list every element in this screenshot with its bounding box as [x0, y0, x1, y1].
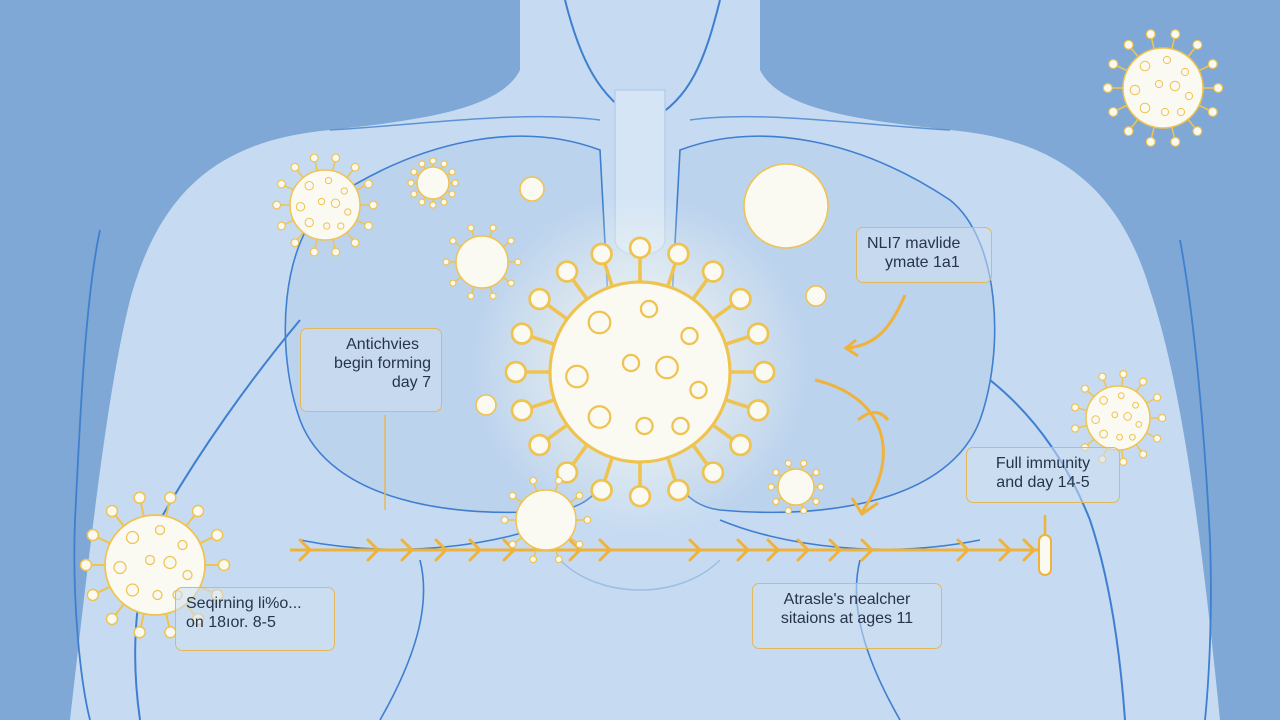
chevron-arrow-icon [400, 538, 415, 562]
chevron-arrow-icon [1022, 538, 1037, 562]
chevron-arrow-icon [956, 538, 971, 562]
label-line: Seqirning li%o... [186, 595, 302, 612]
virus-icon [500, 476, 592, 564]
cell-icon [519, 176, 545, 202]
virus-group [79, 29, 1224, 639]
chevron-arrow-icon [828, 538, 843, 562]
chevron-arrow-icon [766, 538, 781, 562]
chevron-arrow-icon [860, 538, 875, 562]
label-line: on 18ıor. 8-5 [186, 614, 276, 631]
chevron-arrow-icon [502, 538, 517, 562]
label-line: day 7 [391, 374, 431, 391]
virus-icon [1102, 29, 1224, 147]
label-line: and day 14-5 [996, 474, 1090, 491]
chevron-arrow-icon [366, 538, 381, 562]
label-line: ymate 1a1 [885, 254, 960, 271]
cell-icon [805, 285, 827, 307]
label-beginning: Seqirning li%o... on 18ıor. 8-5 [175, 587, 335, 651]
chevron-arrow-icon [468, 538, 483, 562]
label-line: begin forming [334, 355, 431, 372]
virus-icon [272, 153, 378, 257]
cell-icon [743, 163, 829, 249]
chevron-arrow-icon [568, 538, 583, 562]
chevron-arrow-icon [796, 538, 811, 562]
virus-icon [767, 459, 825, 515]
label-full-immunity: Full immunity and day 14-5 [966, 447, 1120, 503]
label-line: NLI7 mavlide [867, 235, 961, 252]
timeline-arrow [290, 515, 1052, 576]
chevron-arrow-icon [298, 538, 1037, 562]
chevron-arrow-icon [298, 538, 313, 562]
virus-icon [407, 157, 459, 209]
chevron-arrow-icon [598, 538, 613, 562]
cell-icon [475, 394, 497, 416]
virus-icon [442, 224, 522, 300]
label-top-right: NLI7 mavlide ymate 1a1 [856, 227, 992, 283]
label-line: sitaions at ages 11 [780, 610, 914, 627]
chevron-arrow-icon [688, 538, 703, 562]
label-line: Antichvies [346, 336, 419, 353]
label-bottom-right: Atrasle's nealcher sitaions at ages 11 [752, 583, 942, 649]
label-line: Atrasle's nealcher [783, 591, 911, 608]
curved-arrow-icon [814, 294, 907, 517]
label-antibodies-day7: Antichvies begin forming day 7 [300, 328, 442, 412]
label-line: Full immunity [995, 455, 1091, 472]
chevron-arrow-icon [434, 538, 449, 562]
virus-icon [504, 236, 776, 508]
chevron-arrow-icon [736, 538, 751, 562]
chevron-arrow-icon [998, 538, 1013, 562]
